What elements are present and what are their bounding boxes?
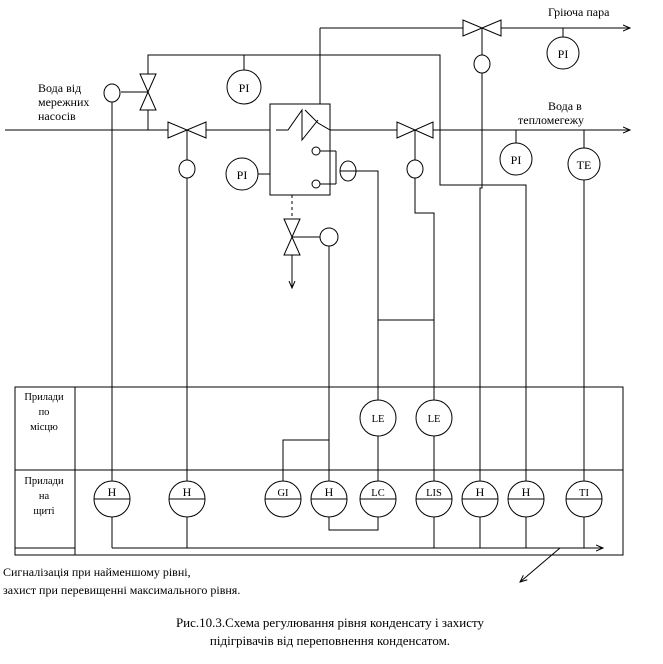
caption-line-1: Рис.10.3.Схема регулювання рівня конденс… — [176, 615, 485, 630]
pi-top-label: PI — [239, 81, 250, 95]
pi-steam-label: PI — [558, 47, 569, 61]
note-line-2: захист при перевищенні максимального рів… — [3, 583, 240, 597]
water-in-label-3: насосів — [38, 109, 76, 123]
le-instrument-1: LE — [359, 399, 397, 437]
pi-left-instrument: PI — [225, 157, 270, 191]
board-instrument-h3: H — [310, 480, 348, 518]
pi-steam-instrument: PI — [546, 28, 580, 70]
water-out-label-2: тепломегежу — [518, 113, 584, 127]
board-label-lis: LIS — [426, 488, 442, 499]
row-board-label-2: на — [39, 491, 50, 502]
heating-steam-label: Гріюча пара — [548, 5, 610, 19]
valve-condensate — [283, 195, 339, 288]
pi-left-label: PI — [237, 168, 248, 182]
row-local-label-1: Прилади — [24, 392, 64, 403]
board-instrument-lc: LC — [359, 480, 397, 518]
board-instrument-h2: H — [168, 480, 206, 518]
pi-top-instrument: PI — [226, 55, 262, 105]
instrument-panel — [14, 386, 624, 556]
pi-out-instrument: PI — [499, 130, 533, 176]
signal-lines — [111, 73, 603, 582]
board-instrument-gi: GI — [264, 480, 302, 518]
board-label-h1: H — [108, 485, 117, 499]
note-line-1: Сигналізація при найменшому рівні, — [3, 565, 191, 579]
board-label-gi: GI — [277, 488, 289, 499]
te-instrument: TE — [567, 130, 601, 181]
board-instrument-h1: H — [93, 480, 131, 518]
board-label-ti: TI — [579, 488, 589, 499]
caption-line-2: підігрівачів від переповнення конденсато… — [210, 633, 450, 648]
board-instrument-ti: TI — [565, 480, 603, 518]
board-label-h4: H — [476, 485, 485, 499]
board-label-h5: H — [522, 485, 531, 499]
board-label-lc: LC — [371, 488, 384, 499]
board-label-h2: H — [183, 485, 192, 499]
le-label-2: LE — [428, 414, 441, 425]
board-instrument-lis: LIS — [415, 480, 453, 518]
row-board-label-1: Прилади — [24, 476, 64, 487]
water-in-label-1: Вода від — [38, 81, 81, 95]
te-label: TE — [577, 158, 592, 172]
row-local-label-2: по — [39, 407, 50, 418]
board-instrument-h5: H — [507, 480, 545, 518]
le-label-1: LE — [372, 414, 385, 425]
pi-out-label: PI — [511, 153, 522, 167]
board-label-h3: H — [325, 485, 334, 499]
valve-outlet — [396, 121, 434, 179]
valve-steam — [462, 19, 502, 74]
board-instrument-h4: H — [461, 480, 499, 518]
valve-inlet — [167, 121, 207, 179]
heater — [269, 103, 357, 196]
row-local-label-3: місцю — [30, 422, 58, 433]
water-out-label-1: Вода в — [548, 99, 582, 113]
le-instrument-2: LE — [415, 399, 453, 437]
row-board-label-3: щиті — [33, 506, 54, 517]
water-in-label-2: мережних — [38, 95, 89, 109]
